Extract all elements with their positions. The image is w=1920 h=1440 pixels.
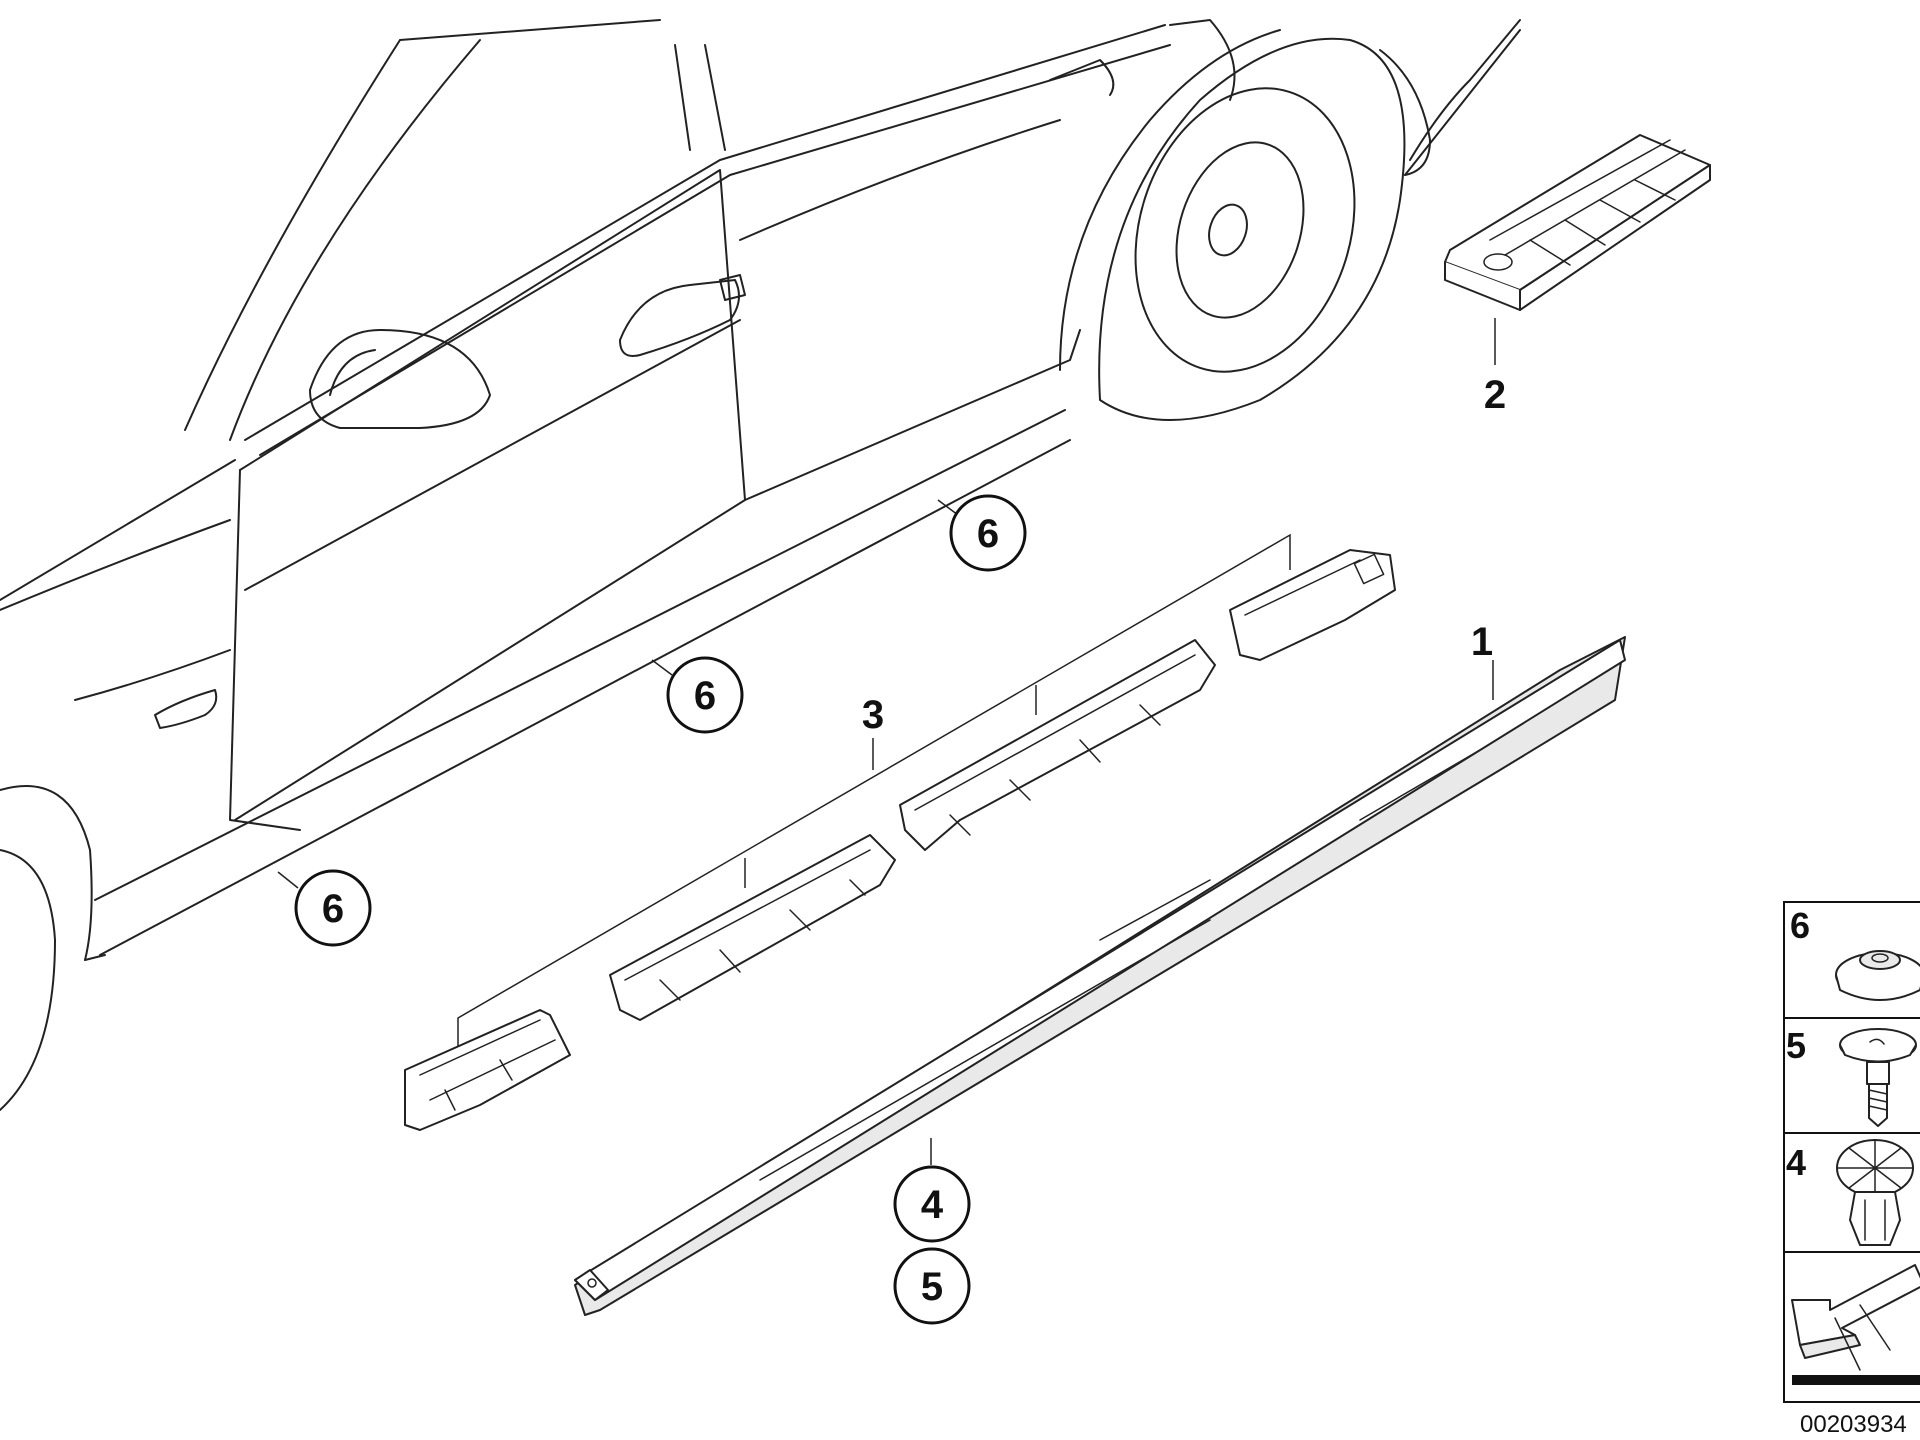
callout-3: 3 (862, 693, 884, 737)
callout-2: 2 (1484, 373, 1506, 417)
part-6-leaders (277, 499, 959, 889)
diagram-id: 00203934 (1800, 1411, 1907, 1438)
callout-5: 5 (893, 1247, 971, 1325)
expanding-rivet-icon (1836, 1139, 1914, 1246)
callout-6-upper: 6 (949, 494, 1027, 572)
arrow-icon (1791, 1264, 1920, 1385)
legend-num-4: 4 (1786, 1142, 1806, 1183)
part-3-mounting-clips (404, 533, 1396, 1131)
callout-1: 1 (1471, 620, 1493, 664)
callout-4: 4 (893, 1165, 971, 1243)
legend-num-6: 6 (1790, 905, 1810, 946)
screw-icon (1839, 1028, 1917, 1127)
callout-6-lower: 6 (294, 869, 372, 947)
legend-num-5: 5 (1786, 1025, 1806, 1066)
callout-6-middle: 6 (666, 656, 744, 734)
grommet-icon (1835, 950, 1920, 1001)
rear-wheel (1059, 19, 1521, 421)
svg-text:6: 6 (322, 887, 344, 931)
car-body-outline (0, 19, 1521, 1111)
svg-text:6: 6 (977, 512, 999, 556)
svg-text:6: 6 (694, 674, 716, 718)
part-2-support-bracket (1444, 134, 1711, 365)
svg-text:5: 5 (921, 1265, 943, 1309)
svg-text:4: 4 (921, 1183, 944, 1227)
fastener-legend: 6 5 4 (1783, 901, 1920, 1403)
part-1-side-skirt (574, 636, 1626, 1316)
